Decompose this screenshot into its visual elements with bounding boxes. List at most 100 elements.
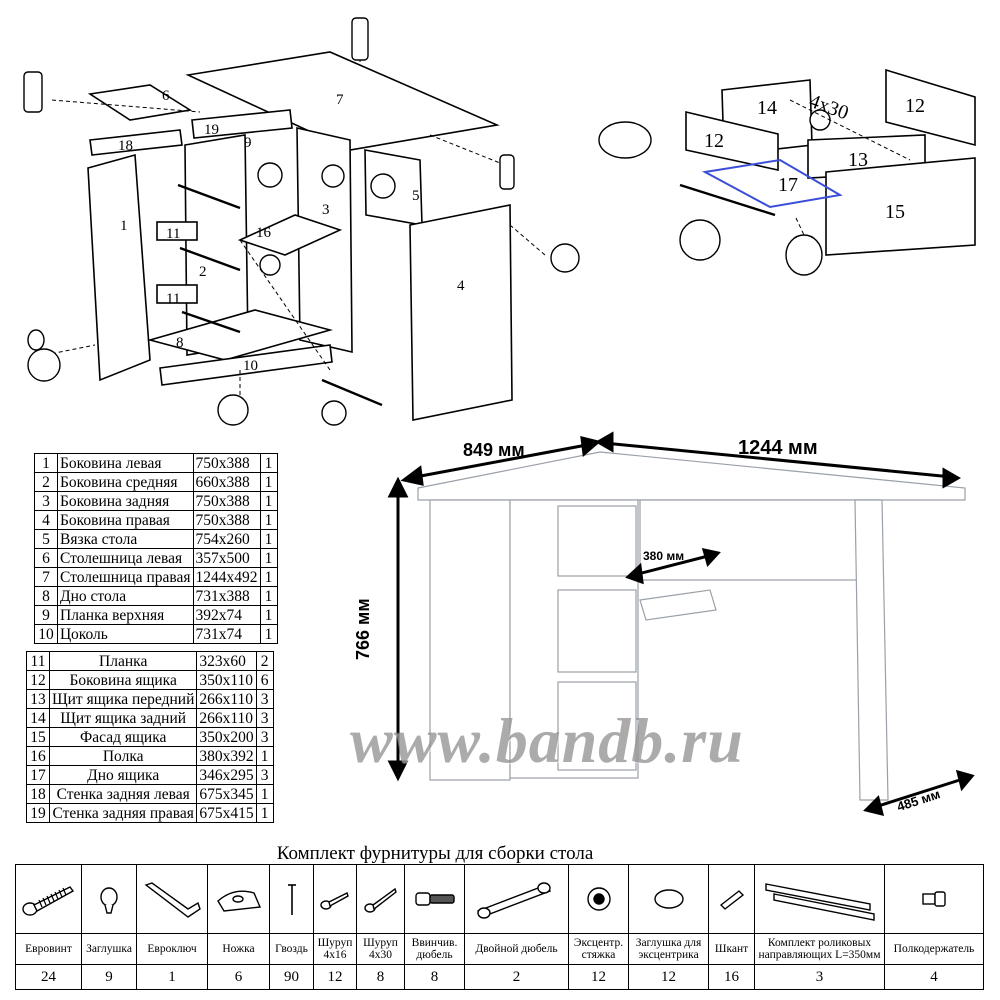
svg-text:18: 18 [118,138,133,154]
part-size: 392x74 [192,605,261,625]
part-name: Боковина правая [57,510,194,530]
part-number: 16 [26,746,50,766]
hardware-label: Евровинт [15,933,82,965]
part-number: 3 [34,491,58,511]
part-size: 731x74 [192,624,261,644]
hardware-count: 90 [269,964,314,990]
svg-text:14: 14 [757,97,777,119]
part-qty: 1 [259,472,278,492]
hardware-label: Шкант [708,933,755,965]
svg-text:12: 12 [905,95,925,117]
part-name: Стенка задняя левая [48,784,198,804]
drawer-panel-12-back [885,68,976,147]
part-qty: 1 [259,605,278,625]
foot-icon [207,864,270,934]
dimension-width-left: 849 мм [463,440,525,460]
part-size: 266x110 [196,689,257,709]
part-size: 750x388 [192,510,261,530]
desk-right-leg [854,499,889,801]
part-number: 19 [26,803,50,823]
hardware-label: Шуруп 4х16 [313,933,357,965]
part-name: Дно ящика [48,765,198,785]
hardware-label: Шуруп 4х30 [356,933,405,965]
svg-text:10: 10 [243,358,258,374]
svg-text:6: 6 [162,88,170,104]
watermark: www.bandb.ru [350,705,744,776]
cam-lock-icon [568,864,629,934]
panel-19 [191,109,293,139]
hardware-title: Комплект фурнитуры для сборки стола [276,843,594,864]
part-size: 357x500 [192,548,261,568]
part-number: 12 [26,670,50,690]
hardware-count: 9 [81,964,137,990]
part-size: 266x110 [196,708,257,728]
desk-back-panel [639,499,881,581]
panel-11b [156,284,198,304]
svg-text:17: 17 [778,174,798,196]
part-number: 8 [34,586,58,606]
drawer-slide-icon [754,864,885,934]
svg-text:7: 7 [336,92,344,108]
small-screw-icon [313,864,357,934]
part-qty: 3 [255,765,274,785]
part-number: 10 [34,624,58,644]
svg-text:1: 1 [120,218,128,234]
part-number: 18 [26,784,50,804]
part-name: Столешница правая [57,567,194,587]
hardware-count: 12 [313,964,357,990]
hardware-count: 1 [136,964,208,990]
part-size: 675x415 [196,803,257,823]
hardware-label: Комплект роликовых направляющих L=350мм [754,933,885,965]
hardware-count: 8 [404,964,465,990]
svg-text:2: 2 [199,264,207,280]
part-name: Планка верхняя [57,605,194,625]
part-size: 660x388 [192,472,261,492]
part-qty: 1 [255,746,274,766]
part-name: Фасад ящика [48,727,198,747]
hardware-count: 8 [356,964,405,990]
part-name: Щит ящика передний [48,689,198,709]
part-number: 14 [26,708,50,728]
dimension-height: 766 мм [353,598,373,660]
part-name: Боковина левая [57,453,194,473]
svg-text:3: 3 [322,202,330,218]
svg-text:8: 8 [176,335,184,351]
double-dowel-icon [464,864,569,934]
part-size: 750x388 [192,491,261,511]
drawer-bottom-17 [701,158,843,209]
panel-4 [409,204,513,421]
part-number: 13 [26,689,50,709]
part-number: 7 [34,567,58,587]
dimension-shelf-depth: 380 мм [643,549,685,563]
hardware-count: 4 [884,964,984,990]
part-name: Боковина средняя [57,472,194,492]
cap-icon [81,864,137,934]
drawer-panel-15 [825,157,976,256]
part-number: 6 [34,548,58,568]
hardware-label: Заглушка для эксцентрика [628,933,709,965]
part-size: 323x60 [196,651,257,671]
part-size: 350x200 [196,727,257,747]
screw-icon [15,864,82,934]
hardware-count: 24 [15,964,82,990]
part-number: 17 [26,765,50,785]
hardware-label: Заглушка [81,933,137,965]
hardware-label: Ввинчив. дюбель [404,933,465,965]
svg-text:12: 12 [704,130,724,152]
part-name: Боковина задняя [57,491,194,511]
part-qty: 3 [255,689,274,709]
dimension-depth: 485 мм [895,786,943,815]
part-qty: 3 [255,708,274,728]
